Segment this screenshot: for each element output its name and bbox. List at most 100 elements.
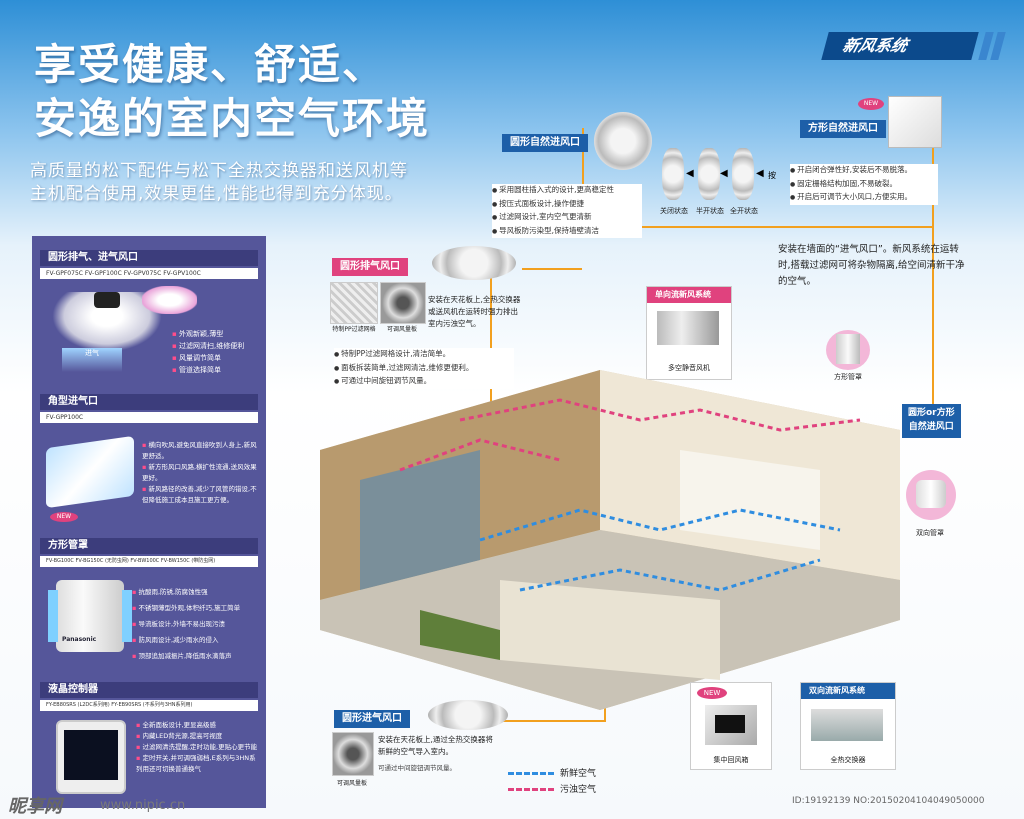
- collection-box-caption: 集中回风箱: [713, 756, 749, 764]
- round-exhaust-bullets: 特制PP过滤网格设计,清洁简单。 面板拆装简单,过滤网清洁,维修更便利。 可通过…: [334, 348, 514, 389]
- watermark-id: ID:19192139 NO:20150204104049050000: [792, 796, 985, 806]
- feature-item: 不锈钢薄型外观,体积纤巧,施工简单: [132, 600, 240, 616]
- section-models: FY-EB80SRS (L2DC系列用) FY-EB90SRS (不系列与3HN…: [40, 700, 258, 711]
- square-natural-bullets: 开启闭合弹性好,安装后不易脱落。 固定栅格结构加固,不易破裂。 开启后可调节大小…: [790, 164, 938, 205]
- watermark-logo: 昵享网: [8, 796, 62, 817]
- state-caption: 关闭状态: [660, 207, 688, 215]
- product-panel: 圆形排气、进气风口 FV-GPF075C FV-GPF100C FV-GPV07…: [32, 236, 266, 808]
- section-title: 角型进气口: [40, 394, 258, 410]
- collection-box-card: NEW 集中回风箱: [690, 682, 772, 770]
- section-models: FV-BG100C FV-BG150C (无防虫网) FV-BW100C FV-…: [40, 556, 258, 567]
- section-models: FV-GPF075C FV-GPF100C FV-GPV075C FV-GPV1…: [40, 268, 258, 279]
- feature-item: 新方形风口风路,横扩性流通,送风效果更好。: [142, 462, 262, 484]
- section-title: 方形管罩: [40, 538, 258, 554]
- single-flow-box: 单向流新风系统 多空静音风机: [646, 286, 732, 380]
- bullet-item: 采用圆柱插入式的设计,更高稳定性: [492, 184, 642, 198]
- image-caption: 可调风量板: [386, 326, 417, 333]
- bullet-item: 可通过中间旋钮调节风量。: [334, 375, 514, 389]
- subtitle-line-1: 高质量的松下配件与松下全热交换器和送风机等: [30, 161, 408, 181]
- round-natural-bullets: 采用圆柱插入式的设计,更高稳定性 按压式面板设计,操作便捷 过滤网设计,室内空气…: [492, 184, 642, 238]
- round-exhaust-tag: 圆形排气风口: [332, 258, 408, 276]
- bullet-item: 按压式面板设计,操作便捷: [492, 198, 642, 212]
- round-intake-image: [594, 112, 652, 170]
- section-title: 圆形排气、进气风口: [40, 250, 258, 266]
- damper-image: [332, 732, 374, 776]
- double-flow-tag: 双向流新风系统: [801, 683, 895, 699]
- feature-item: 过滤网清洗提醒,定时功能,更贴心更节能: [136, 742, 260, 753]
- bullet-item: 过滤网设计,室内空气更清新: [492, 211, 642, 225]
- feature-item: 定时开关,并可调强弱档,E系列与3HN系列用还可切换普通换气: [136, 753, 260, 775]
- press-label: 按: [768, 171, 776, 180]
- round-or-square-tag: 圆形or方形 自然进风口: [902, 404, 961, 438]
- round-intake-desc: 安装在天花板上,通过全热交换器将新鲜的空气导入室内。: [378, 735, 493, 756]
- round-vent-image-2: [142, 286, 197, 314]
- airflow-label: 进气: [62, 348, 122, 372]
- square-natural-intake-tag: 方形自然进风口: [800, 120, 886, 138]
- state-closed-image: [662, 148, 684, 200]
- double-hood-image: [916, 480, 946, 508]
- damper-image: [380, 282, 426, 324]
- feature-item: 外观新颖,薄型: [172, 328, 244, 340]
- section-features: 外观新颖,薄型 过滤网清扫,维修便利 风量调节简单 管道选择简单: [172, 328, 244, 376]
- feature-item: 内藏LED背光源,提高可视度: [136, 731, 260, 742]
- round-natural-intake-tag: 圆形自然进风口: [502, 134, 588, 152]
- brand-label: Panasonic: [62, 636, 97, 643]
- bullet-item: 特制PP过滤网格设计,清洁简单。: [334, 348, 514, 362]
- square-hood-image: [836, 334, 860, 364]
- state-half-image: [698, 148, 720, 200]
- bullet-item: 固定栅格结构加固,不易破裂。: [790, 178, 938, 192]
- bullet-item: 面板拆装简单,过滤网清洁,维修更便利。: [334, 362, 514, 376]
- arrow-icon: ◀: [686, 168, 694, 179]
- connector-line: [490, 268, 492, 408]
- section-features: 全新面板设计,更显高级感 内藏LED背光源,提高可视度 过滤网清洗提醒,定时功能…: [136, 720, 260, 775]
- heat-exchanger-image: [811, 709, 883, 741]
- image-caption: 可调风量板: [336, 780, 367, 787]
- section-features: 抗酸雨,防锈,防腐蚀性强 不锈钢薄型外观,体积纤巧,施工简单 导流板设计,外墙不…: [132, 584, 240, 664]
- double-flow-caption: 全热交换器: [830, 756, 866, 764]
- feature-item: 导流板设计,外墙不易出现污渍: [132, 616, 240, 632]
- connector-line: [932, 136, 934, 416]
- connector-line: [582, 226, 934, 228]
- square-intake-image: [888, 96, 942, 148]
- feature-item: 顶部追加减振片,降低雨水滴落声: [132, 648, 240, 664]
- state-caption: 全开状态: [730, 207, 758, 215]
- legend-dirty-label: 污浊空气: [560, 785, 597, 795]
- section-models: FV-GPP100C: [40, 412, 258, 423]
- lcd-controller-image: [56, 720, 126, 794]
- section-title: 液晶控制器: [40, 682, 258, 698]
- new-badge: NEW: [697, 687, 727, 699]
- legend-fresh-label: 新鲜空气: [560, 769, 597, 779]
- new-badge: NEW: [50, 512, 78, 522]
- feature-item: 全新面板设计,更显高级感: [136, 720, 260, 731]
- single-flow-tag: 单向流新风系统: [647, 287, 731, 303]
- feature-item: 过滤网清扫,维修便利: [172, 340, 244, 352]
- title-line-2: 安逸的室内空气环境: [34, 94, 431, 143]
- round-exhaust-desc: 安装在天花板上,全热交换器或送风机在运转时强力排出室内污浊空气。: [428, 295, 521, 328]
- pp-filter-image: [330, 282, 378, 324]
- title-line-1: 享受健康、舒适、: [34, 40, 387, 89]
- bullet-item: 开启后可调节大小风口,方便实用。: [790, 191, 938, 205]
- wall-note: 安装在墙面的“进气风口”。新风系统在运转时,搭载过滤网可将杂物隔离,给空间清新干…: [778, 244, 965, 287]
- feature-item: 风量调节简单: [172, 352, 244, 364]
- connector-line: [476, 720, 606, 722]
- single-flow-caption: 多空静音风机: [668, 364, 710, 372]
- image-caption: 特制PP过滤网格: [332, 326, 376, 333]
- connector-line: [582, 128, 584, 228]
- connector-line: [522, 268, 582, 270]
- double-hood-caption: 双向管罩: [916, 529, 944, 537]
- square-hood-caption: 方形管罩: [834, 373, 862, 381]
- page-title: 享受健康、舒适、 安逸的室内空气环境: [34, 38, 430, 146]
- double-flow-card: 双向流新风系统 全热交换器: [800, 682, 896, 770]
- legend-fresh-line: [508, 772, 554, 775]
- collection-box-image: [705, 705, 757, 745]
- section-badge: 新风系统: [821, 32, 979, 60]
- state-caption: 半开状态: [696, 207, 724, 215]
- round-intake-tag: 圆形进气风口: [334, 710, 410, 728]
- feature-item: 横向吹风,避免风直接吹到人身上,新风更舒适。: [142, 440, 262, 462]
- arrow-icon: ◀: [720, 168, 728, 179]
- feature-item: 防风雨设计,减少雨水的侵入: [132, 632, 240, 648]
- feature-item: 抗酸雨,防锈,防腐蚀性强: [132, 584, 240, 600]
- bullet-item: 开启闭合弹性好,安装后不易脱落。: [790, 164, 938, 178]
- arrow-icon: ◀: [756, 168, 764, 179]
- watermark-url: www.nipic.cn: [100, 798, 186, 813]
